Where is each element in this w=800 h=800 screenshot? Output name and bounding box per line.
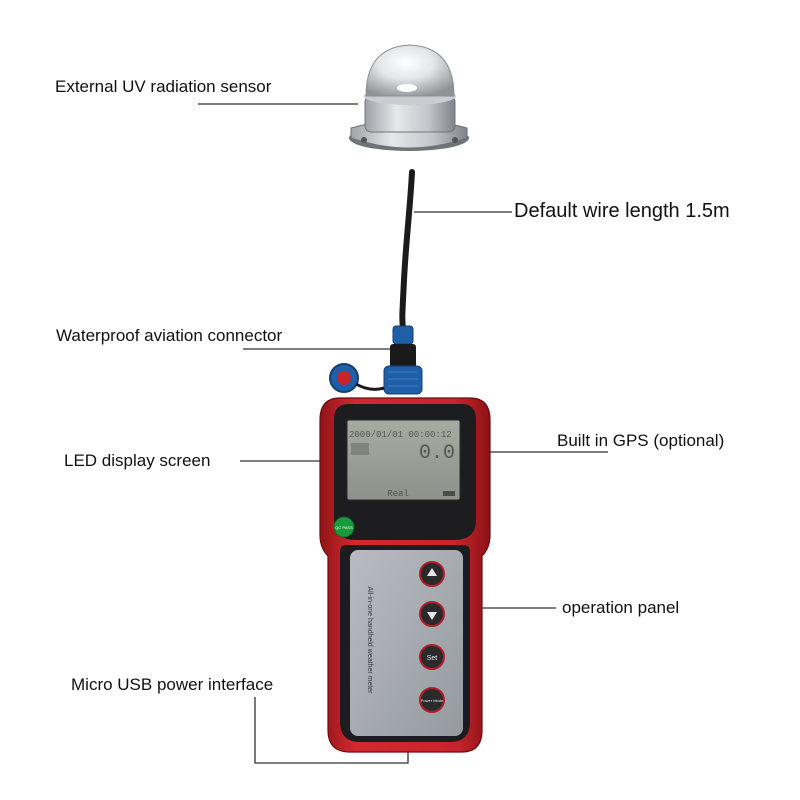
lcd-datetime: 2000/01/01 00:00:12 [349, 430, 452, 440]
label-display: LED display screen [64, 451, 211, 470]
buttons [419, 561, 445, 713]
lcd-screen [346, 419, 461, 501]
label-connector: Waterproof aviation connector [56, 326, 283, 345]
qc-badge-text: QC PASS [335, 525, 353, 530]
set-button [419, 644, 445, 670]
leader-lines [198, 103, 608, 764]
lcd-mode: Real [387, 489, 409, 499]
lcd-reading: 0.0 [419, 442, 455, 465]
down-arrow-icon [427, 612, 437, 620]
power-button [419, 687, 445, 713]
up-arrow-icon [427, 568, 437, 576]
qc-badge [333, 516, 355, 538]
panel-text: All-in-one handheld weather meter [366, 586, 373, 694]
label-wire-length: Default wire length 1.5m [514, 200, 730, 222]
power-button-label: Power Mode [421, 698, 444, 703]
label-gps: Built in GPS (optional) [557, 431, 725, 450]
label-uv-sensor: External UV radiation sensor [55, 77, 272, 96]
battery-icon [443, 491, 455, 496]
sensor-cable [399, 169, 415, 333]
label-panel: operation panel [562, 598, 680, 617]
aviation-connector [383, 325, 423, 395]
lcd-icon [351, 443, 369, 455]
label-usb: Micro USB power interface [71, 675, 274, 694]
dust-cap [329, 363, 385, 393]
set-button-label: Set [427, 655, 438, 662]
uv-sensor [349, 44, 469, 151]
leader-usb [254, 697, 409, 764]
